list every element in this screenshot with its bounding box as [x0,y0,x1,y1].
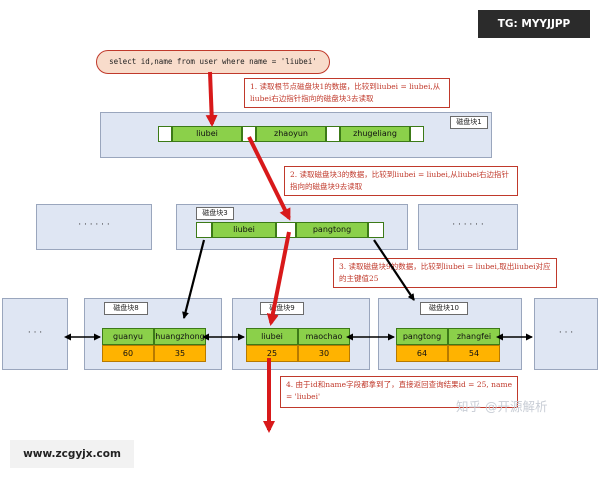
root-key-2: zhugeliang [340,126,410,142]
leaf8-value-0: 60 [102,345,154,362]
root-node-label: 磁盘块1 [450,116,488,129]
leaf10-value-1: 54 [448,345,500,362]
mid-pointer-2 [368,222,384,238]
leaf8-key-1: huangzhong [154,328,206,345]
query-bubble: select id,name from user where name = 'l… [96,50,330,74]
root-pointer-3 [410,126,424,142]
mid-left-panel [36,204,152,250]
leaf10-label: 磁盘块10 [420,302,468,315]
leaf8-label: 磁盘块8 [104,302,148,315]
note-step-3: 3. 读取磁盘块9的数据，比较到liubei = liubei,取出liubei… [333,258,557,288]
root-pointer-0 [158,126,172,142]
leaf8-value-1: 35 [154,345,206,362]
leaf-left-edge-dots: · · · [27,328,43,338]
root-pointer-2 [326,126,340,142]
watermark-zhihu: 知乎 @开源解析 [456,399,548,414]
leaf10-key-0: pangtong [396,328,448,345]
watermark-bottom: www.zcgyjx.com [10,440,134,468]
pointer-line-mid-to-leaf10 [373,239,415,301]
leaf-right-edge-dots: · · · [558,328,574,338]
leaf8-key-0: guanyu [102,328,154,345]
leaf9-label: 磁盘块9 [260,302,304,315]
leaf10-value-0: 64 [396,345,448,362]
leaf9-key-0: liubei [246,328,298,345]
root-key-1: zhaoyun [256,126,326,142]
leaf9-value-1: 30 [298,345,350,362]
watermark-top: TG: MYYJJPP [478,10,590,38]
note-step-2: 2. 读取磁盘块3的数据，比较到liubei = liubei,从liubei右… [284,166,518,196]
mid-left-ellipsis: · · · · · · [78,220,110,230]
note-step-1: 1. 读取根节点磁盘块1的数据，比较到liubei = liubei,从liub… [244,78,450,108]
mid-pointer-0 [196,222,212,238]
mid-node-label: 磁盘块3 [196,207,234,220]
mid-right-panel [418,204,518,250]
leaf9-key-1: maochao [298,328,350,345]
mid-right-ellipsis: · · · · · · [452,220,484,230]
mid-key-1: pangtong [296,222,368,238]
search-path-arrow-3 [266,231,291,326]
mid-key-0: liubei [212,222,276,238]
leaf-left-edge-panel [2,298,68,370]
note-step-4: 4. 由于id和name字段都拿到了，直接返回查询结果id = 25, name… [280,376,518,408]
search-path-arrow-2 [247,136,291,221]
leaf9-value-0: 25 [246,345,298,362]
pointer-line-mid-to-leaf8 [182,239,206,319]
search-path-arrow-1 [205,71,218,127]
leaf-right-edge-panel [534,298,598,370]
